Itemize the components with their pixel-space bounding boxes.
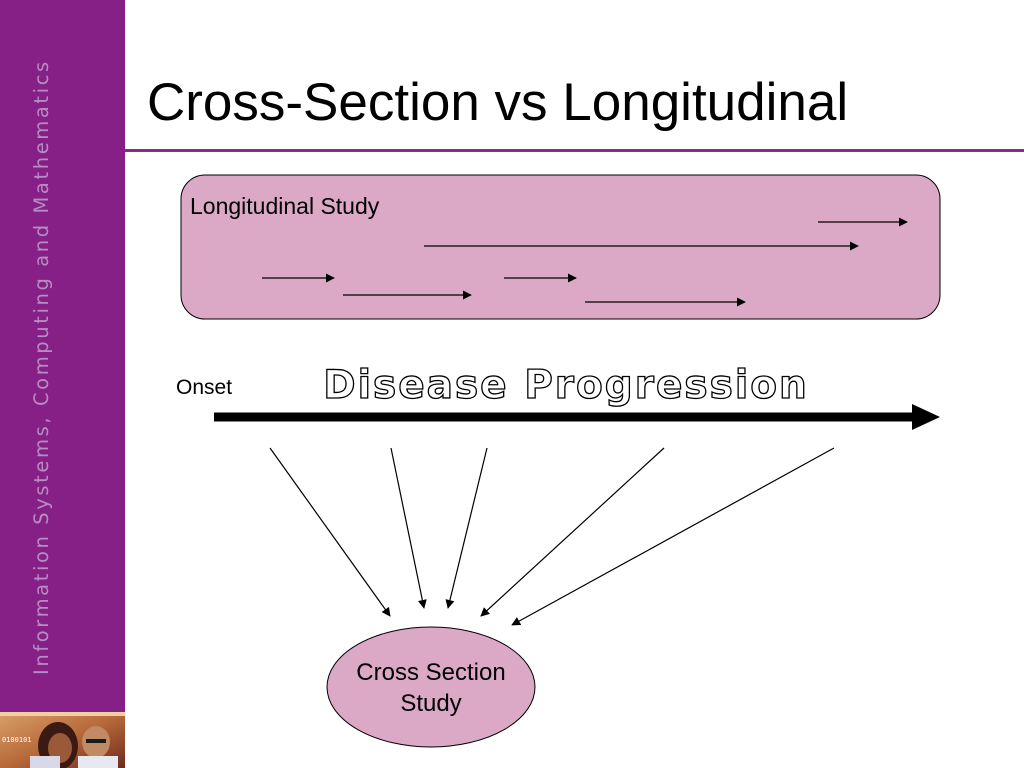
cross-section-study-label: Cross Section Study <box>356 659 506 717</box>
sample-arrow <box>445 447 488 609</box>
slide-title: Cross-Section vs Longitudinal <box>147 73 849 132</box>
onset-label: Onset <box>176 376 233 399</box>
longitudinal-study-label: Longitudinal Study <box>190 193 380 219</box>
disease-progression-label: Disease Progression <box>323 363 809 408</box>
photo-binary-text: 0100101 <box>2 736 32 744</box>
progression-arrowhead <box>912 404 940 430</box>
longitudinal-box <box>180 174 941 320</box>
sample-arrow <box>390 447 427 609</box>
sidebar-photo: 0100101 <box>0 712 125 768</box>
sample-arrow <box>480 447 665 617</box>
title-divider <box>125 149 1024 152</box>
sidebar: Information Systems, Computing and Mathe… <box>0 0 125 768</box>
sample-arrow <box>511 447 835 626</box>
sample-arrow <box>269 447 391 617</box>
cross-section-ellipse <box>326 626 536 748</box>
